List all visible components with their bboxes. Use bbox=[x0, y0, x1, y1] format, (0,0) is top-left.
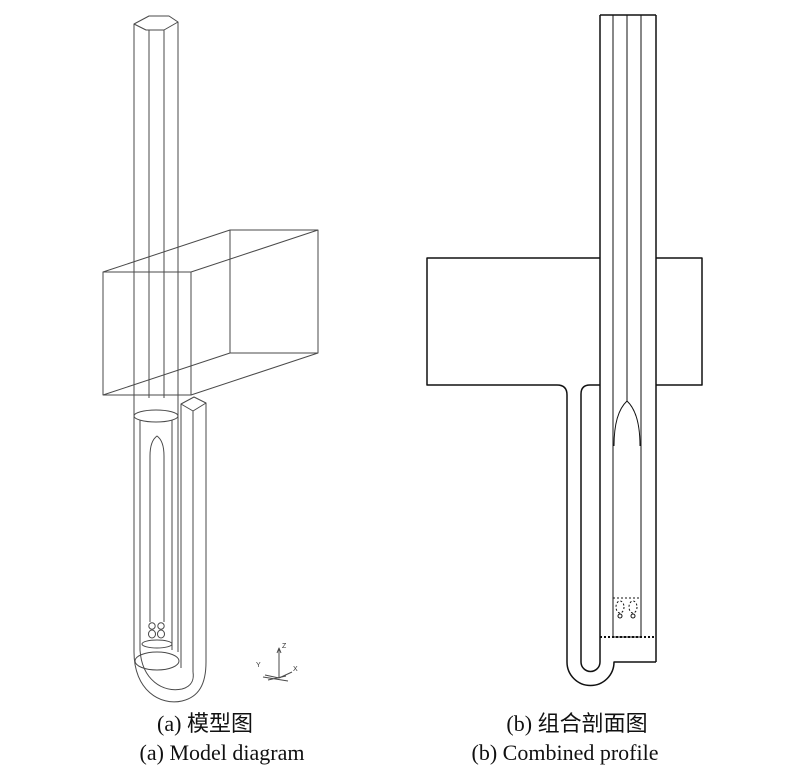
device-bulb-left bbox=[615, 600, 625, 614]
device-bulb-right bbox=[628, 600, 638, 614]
caption-b-chinese: (b) 组合剖面图 bbox=[506, 711, 647, 736]
axis-x-label: X bbox=[293, 666, 298, 673]
axis-triad-base bbox=[262, 675, 289, 682]
device-bulb-right-tip bbox=[630, 613, 636, 619]
box-left-arm-and-u-tube-outline bbox=[426, 257, 656, 687]
axis-y-line bbox=[264, 674, 280, 679]
device-housing bbox=[612, 597, 642, 638]
column-top-cap bbox=[133, 15, 179, 31]
device-base-plate bbox=[141, 639, 173, 649]
axis-triad bbox=[262, 647, 293, 682]
lower-tube-junction-ring bbox=[133, 409, 179, 423]
device-bulb-right-head bbox=[157, 622, 165, 630]
box-vertical-edges bbox=[102, 230, 319, 395]
caption-a-chinese: (a) 模型图 bbox=[157, 711, 253, 736]
box-right-arm-outline bbox=[656, 257, 703, 386]
device-bulb-right-body bbox=[157, 629, 165, 639]
device-bulb-left-tip bbox=[617, 613, 623, 619]
axis-z-arrowhead bbox=[276, 647, 282, 654]
u-bend-outer-curve bbox=[133, 651, 207, 703]
panel-b-combined-profile bbox=[426, 14, 703, 687]
u-bend-inner-curve bbox=[139, 649, 194, 691]
panel-a-model-diagram bbox=[102, 15, 319, 703]
device-bulb-left-head bbox=[148, 622, 156, 630]
caption-a-english: (a) Model diagram bbox=[140, 740, 305, 765]
nozzle-bullet-profile bbox=[613, 400, 641, 447]
device-bulb-left-body bbox=[148, 629, 156, 639]
nozzle-bullet bbox=[149, 435, 165, 622]
axis-y-label: Y bbox=[256, 662, 261, 669]
return-tube-top-cap bbox=[180, 396, 207, 412]
partition-wall bbox=[580, 384, 601, 673]
caption-b-english: (b) Combined profile bbox=[472, 740, 659, 765]
box-top-face bbox=[102, 229, 319, 273]
axis-z-label: Z bbox=[282, 643, 287, 650]
box-bottom-face bbox=[102, 352, 319, 396]
u-bend-section-ring bbox=[134, 651, 180, 671]
